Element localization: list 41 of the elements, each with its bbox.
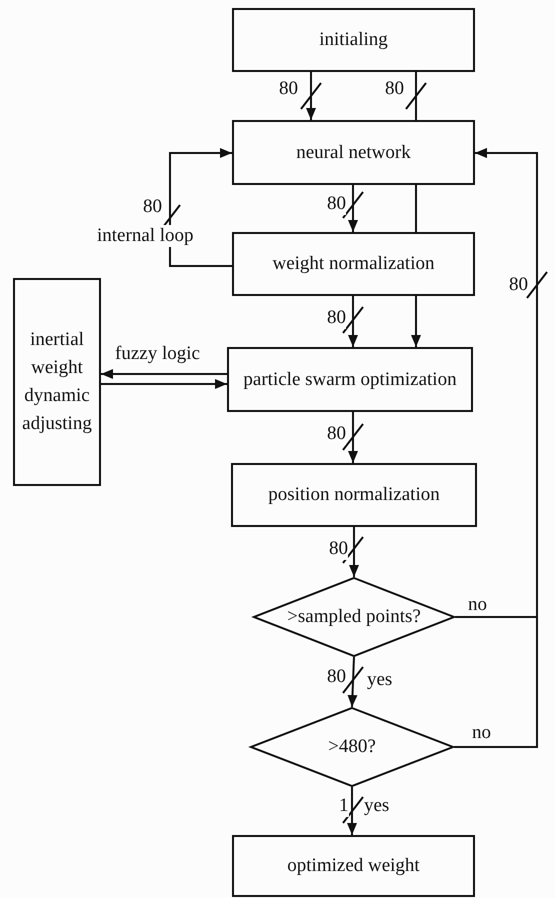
annotation-label: 80 <box>509 274 528 296</box>
annotation-label: 80 <box>143 196 162 218</box>
node-label: >480? <box>328 735 376 759</box>
annotation-label: yes <box>364 795 390 817</box>
edge-label: 80 <box>327 307 346 329</box>
process-box <box>232 835 475 897</box>
edge-label: 80 <box>327 666 346 688</box>
node-label: weight normalization <box>272 252 434 276</box>
node-label: neural network <box>296 140 411 164</box>
process-box <box>232 232 475 296</box>
arrow <box>348 185 358 232</box>
node-label: inertial weight dynamic adjusting <box>21 328 93 436</box>
connector-line <box>415 72 417 120</box>
node-label: optimized weight <box>287 854 420 878</box>
arrow <box>101 379 227 389</box>
edge-label: fuzzy logic <box>115 343 200 365</box>
edge-label: 80 <box>327 423 346 445</box>
arrow <box>306 72 316 120</box>
arrow <box>169 148 232 267</box>
arrow <box>411 296 421 347</box>
node-label: initialing <box>319 28 388 52</box>
edge-label: 80 <box>329 538 348 560</box>
edge-label: 80 <box>327 193 346 215</box>
process-box <box>227 347 473 412</box>
process-box <box>231 463 477 527</box>
node-label: particle swarm optimization <box>243 368 457 392</box>
annotation-label: yes <box>367 669 392 691</box>
connector-line <box>415 185 417 232</box>
node-label: >sampled points? <box>287 605 421 629</box>
arrow <box>347 656 358 708</box>
process-box <box>13 278 101 486</box>
arrow <box>348 412 358 463</box>
process-box <box>232 8 475 72</box>
edge-label: internal loop <box>97 225 194 247</box>
process-box <box>232 120 475 185</box>
arrow <box>347 787 357 835</box>
node-label: position normalization <box>268 483 440 507</box>
arrow <box>348 296 358 347</box>
arrow <box>101 369 227 379</box>
arrow <box>349 527 359 577</box>
arrow <box>454 148 538 748</box>
